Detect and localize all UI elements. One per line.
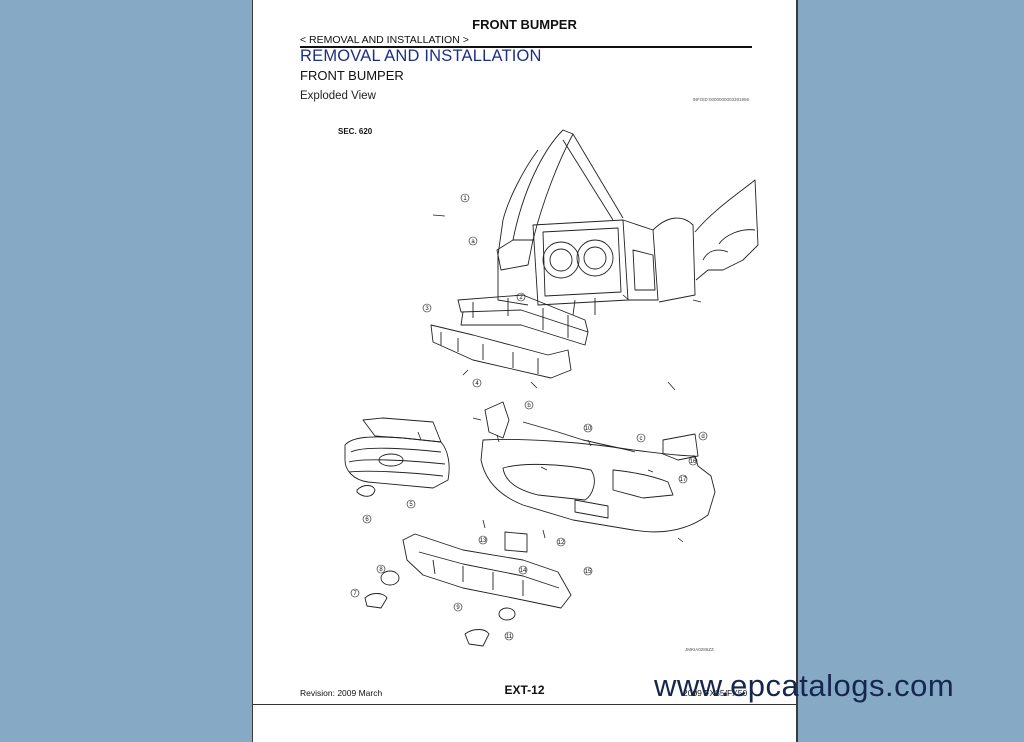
manual-page: FRONT BUMPER < REMOVAL AND INSTALLATION … bbox=[252, 0, 798, 742]
lower-grille bbox=[402, 533, 572, 609]
page-header-title: FRONT BUMPER bbox=[472, 17, 577, 32]
callout-11: 11 bbox=[506, 634, 513, 640]
callout-8: 8 bbox=[379, 567, 383, 573]
callout-17: 17 bbox=[680, 477, 687, 483]
exploded-view-diagram: 1 2 3 4 5 6 7 8 9 10 11 12 13 14 15 16 1… bbox=[344, 129, 759, 647]
breadcrumb[interactable]: < REMOVAL AND INSTALLATION > bbox=[300, 34, 469, 46]
bumper-bracket bbox=[484, 401, 510, 439]
license-plate-bracket bbox=[504, 531, 528, 553]
side-bracket bbox=[662, 433, 699, 461]
section-number-label: SEC. 620 bbox=[338, 127, 373, 136]
callout-16: 16 bbox=[690, 459, 697, 465]
fog-lamp-right bbox=[498, 607, 516, 621]
fog-lamp-bezel-left bbox=[364, 593, 388, 609]
callout-4: 4 bbox=[475, 381, 479, 387]
header-rule bbox=[300, 46, 752, 48]
callout-9: 9 bbox=[456, 605, 460, 611]
energy-absorber bbox=[430, 324, 572, 379]
fog-lamp-bezel-right bbox=[464, 629, 490, 647]
grille-emblem bbox=[356, 485, 376, 497]
section-heading: REMOVAL AND INSTALLATION bbox=[300, 47, 542, 65]
site-watermark: www.epcatalogs.com bbox=[654, 668, 955, 703]
callout-10: 10 bbox=[585, 426, 592, 432]
figure-code: JMKIA0286ZZ bbox=[685, 647, 714, 652]
callout-15: 15 bbox=[585, 569, 592, 575]
page-footer-rule bbox=[253, 704, 796, 705]
callout-a: a bbox=[471, 239, 475, 245]
callout-5: 5 bbox=[409, 502, 413, 508]
callout-13: 13 bbox=[480, 538, 487, 544]
callout-c: c bbox=[640, 436, 643, 442]
view-label: Exploded View bbox=[300, 90, 376, 102]
callout-6: 6 bbox=[365, 517, 369, 523]
bumper-fascia bbox=[480, 439, 716, 533]
core-support-structure bbox=[496, 129, 759, 316]
upper-retainer-rod bbox=[522, 421, 636, 453]
callout-7: 7 bbox=[353, 591, 357, 597]
callout-3: 3 bbox=[425, 306, 429, 312]
info-id: INFOID:0000000003391956 bbox=[692, 97, 749, 102]
callout-d: d bbox=[701, 434, 704, 440]
callout-b: b bbox=[527, 403, 531, 409]
callout-14: 14 bbox=[520, 568, 527, 574]
model-label: 2009 FX35/FX50 bbox=[683, 688, 748, 698]
callout-12: 12 bbox=[558, 540, 565, 546]
front-grille bbox=[344, 417, 450, 489]
page-number: EXT-12 bbox=[504, 683, 545, 697]
section-subheading: FRONT BUMPER bbox=[300, 68, 404, 83]
callout-2: 2 bbox=[519, 295, 523, 301]
bumper-reinforcement bbox=[457, 294, 589, 346]
fog-lamp-left bbox=[380, 570, 400, 586]
revision-date: Revision: 2009 March bbox=[300, 688, 383, 698]
callout-1: 1 bbox=[463, 196, 467, 202]
